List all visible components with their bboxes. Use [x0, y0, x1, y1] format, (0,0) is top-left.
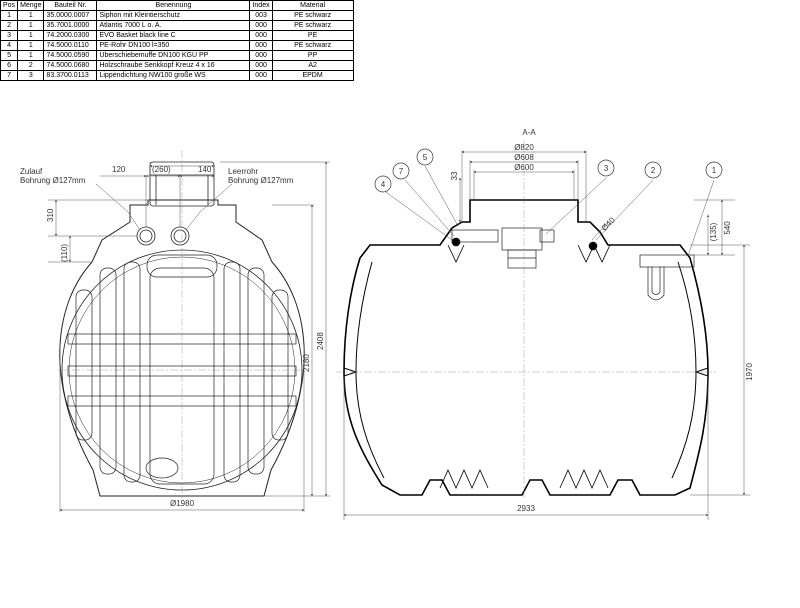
front-view — [58, 150, 306, 500]
tank-outline-front — [59, 199, 305, 497]
dim-2408: 2408 — [316, 332, 325, 350]
balloon-2-label: 2 — [651, 166, 656, 175]
tank-section-outline — [343, 199, 709, 496]
dim-110: (110) — [60, 244, 69, 262]
balloon-4 — [374, 175, 392, 193]
dim-820: Ø820 — [514, 143, 534, 152]
dim-135: (135) — [709, 222, 718, 241]
cell-index: 000 — [249, 70, 273, 81]
front-labels: Zulauf Bohrung Ø127mm Leerrohr Bohrung Ø… — [20, 165, 325, 508]
dim-1970: 1970 — [745, 363, 754, 381]
section-dimensions — [343, 150, 750, 520]
balloon-1-label: 1 — [712, 166, 717, 175]
parts-list-header-row: Pos Menge Bauteil Nr. Benennung Index Ma… — [0, 0, 354, 11]
dim-2180: 2180 — [302, 354, 311, 372]
inlet-bore-label: Bohrung Ø127mm — [20, 176, 86, 185]
parts-list-table: Pos Menge Bauteil Nr. Benennung Index Ma… — [0, 0, 354, 81]
section-inner — [336, 140, 716, 500]
front-dimensions — [48, 161, 330, 512]
dim-600: Ø600 — [514, 163, 534, 172]
balloon-7 — [392, 162, 410, 180]
section-balloons — [374, 148, 723, 193]
dim-120: 120 — [112, 165, 126, 174]
balloon-1 — [705, 161, 723, 179]
vent-label: Leerrohr — [228, 167, 259, 176]
balloon-4-label: 4 — [381, 180, 386, 189]
dim-1980: Ø1980 — [170, 499, 195, 508]
inlet-label: Zulauf — [20, 167, 43, 176]
balloon-3-label: 3 — [604, 164, 609, 173]
section-title: A-A — [522, 128, 536, 137]
dim-540: 540 — [723, 221, 732, 235]
balloon-3 — [597, 159, 615, 177]
balloon-7-label: 7 — [399, 167, 404, 176]
dim-608: Ø608 — [514, 153, 534, 162]
dim-2933: 2933 — [517, 504, 535, 513]
cell-material: EPDM — [271, 70, 354, 81]
inlet-pipe — [451, 229, 499, 243]
cell-menge: 3 — [17, 70, 45, 81]
balloon-2 — [644, 161, 662, 179]
dim-40: Ø40 — [600, 215, 617, 232]
balloon-5 — [416, 148, 434, 166]
filter-basket — [501, 227, 543, 251]
dim-260: (260) — [152, 165, 171, 174]
siphon-pipe — [639, 254, 695, 268]
dim-310: 310 — [46, 208, 55, 222]
section-view — [343, 199, 709, 496]
dim-140: 140 — [198, 165, 212, 174]
vent-bore-label: Bohrung Ø127mm — [228, 176, 294, 185]
dim-33: 33 — [450, 171, 459, 180]
balloon-5-label: 5 — [423, 153, 428, 162]
